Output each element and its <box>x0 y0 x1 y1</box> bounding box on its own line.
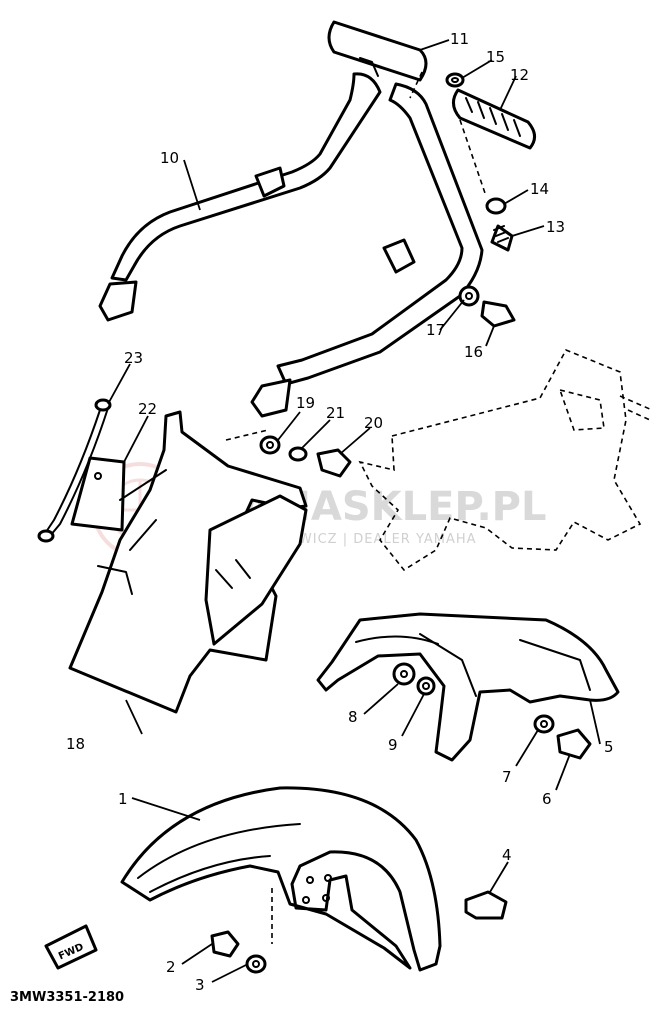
callout-3: 3 <box>195 976 205 994</box>
part-18-inner-panel <box>68 410 308 714</box>
part-12-grip-rubber <box>452 88 536 150</box>
callout-6: 6 <box>542 790 552 808</box>
callout-22: 22 <box>138 400 157 418</box>
leader-lines <box>107 39 601 983</box>
part-19-nut <box>259 435 281 455</box>
part-5-fender-stay <box>316 612 620 762</box>
part-11-grip-cover <box>327 20 428 82</box>
part-21-washer <box>288 446 308 462</box>
callout-4: 4 <box>502 846 512 864</box>
callout-2: 2 <box>166 958 176 976</box>
callout-5: 5 <box>604 738 614 756</box>
part-14-washer <box>485 197 507 215</box>
callout-16: 16 <box>464 343 483 361</box>
part-20-bolt <box>316 448 352 478</box>
part-16-bolt <box>480 300 516 328</box>
callout-10: 10 <box>160 149 179 167</box>
callout-8: 8 <box>348 708 358 726</box>
callout-12: 12 <box>510 66 529 84</box>
callout-19: 19 <box>296 394 315 412</box>
frame-reference <box>225 348 653 572</box>
callout-9: 9 <box>388 736 398 754</box>
callout-15: 15 <box>486 48 505 66</box>
part-22-plate <box>70 456 126 532</box>
part-3-washer <box>245 954 267 974</box>
callout-23: 23 <box>124 349 143 367</box>
callout-21: 21 <box>326 404 345 422</box>
part-15-washer <box>445 72 465 88</box>
diagram-code: 3MW3351-2180 <box>10 990 124 1005</box>
part-13-bolt <box>490 224 514 252</box>
part-10-grab-bar <box>98 71 487 418</box>
part-23-strap <box>37 398 112 543</box>
part-2-bolt <box>210 930 240 958</box>
callout-20: 20 <box>364 414 383 432</box>
callout-7: 7 <box>502 768 512 786</box>
callout-18: 18 <box>66 735 85 753</box>
part-8-nut <box>392 662 416 686</box>
callout-13: 13 <box>546 218 565 236</box>
part-1-front-fender <box>120 786 442 972</box>
callout-11: 11 <box>450 30 469 48</box>
callout-labels: 1 2 3 4 5 6 7 8 9 10 11 12 13 14 15 16 1… <box>66 30 614 994</box>
part-6-bolt <box>556 728 592 760</box>
part-9-washer <box>416 676 436 696</box>
part-4-clip <box>464 890 508 920</box>
callout-17: 17 <box>426 321 445 339</box>
part-7-washer <box>533 714 555 734</box>
fwd-arrow-tag: FWD <box>44 924 98 970</box>
callout-1: 1 <box>118 790 128 808</box>
callout-14: 14 <box>530 180 549 198</box>
